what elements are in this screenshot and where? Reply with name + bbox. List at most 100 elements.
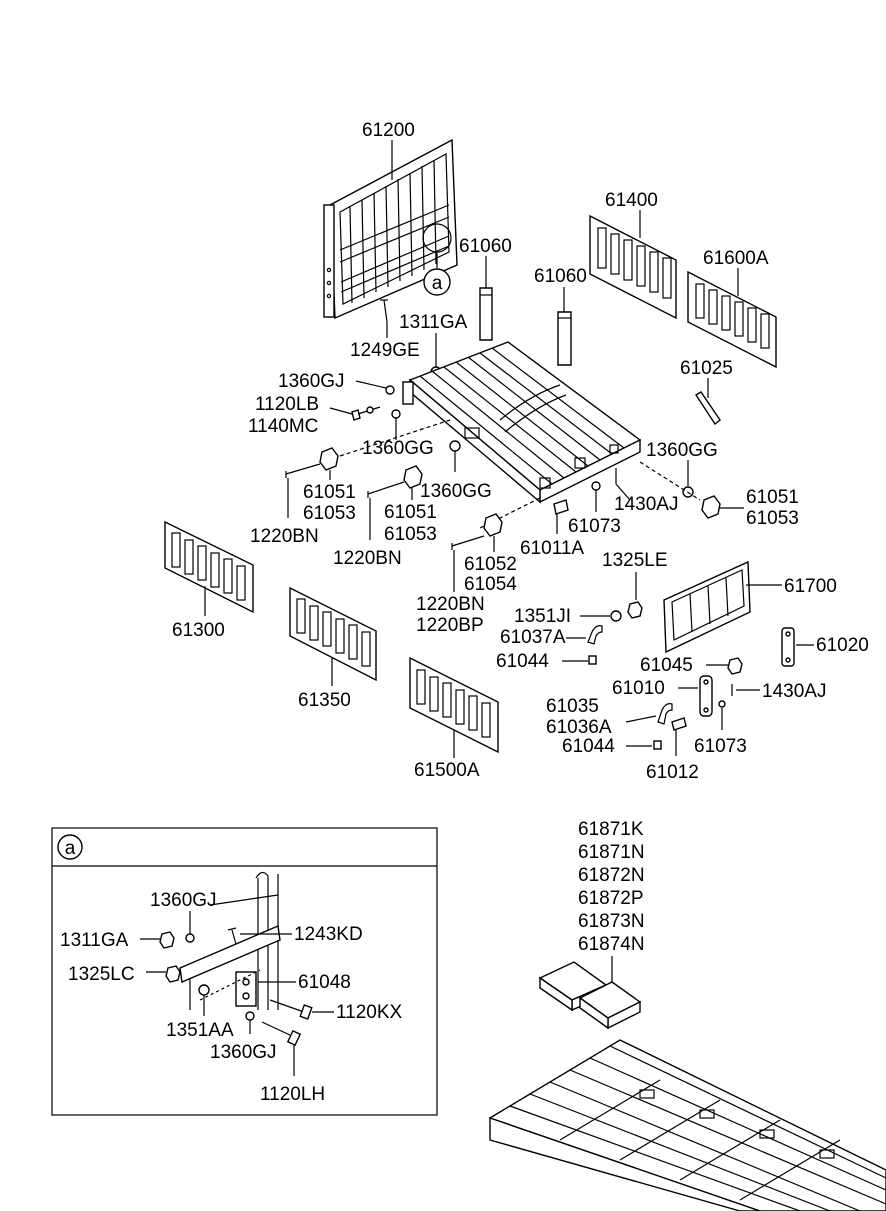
- label-61400[interactable]: 61400: [605, 190, 658, 211]
- side-panel-61500A: [409, 656, 499, 754]
- label-61051-c[interactable]: 61051: [746, 487, 799, 508]
- label-1430AJ-a[interactable]: 1430AJ: [614, 494, 678, 515]
- label-1311GA[interactable]: 1311GA: [399, 312, 468, 333]
- label-61053-a[interactable]: 61053: [303, 503, 356, 524]
- screw-1249GE: [380, 299, 388, 323]
- label-61300[interactable]: 61300: [172, 620, 225, 641]
- label-61872P[interactable]: 61872P: [578, 888, 644, 909]
- label-1360GJ[interactable]: 1360GJ: [278, 371, 345, 392]
- label-61020[interactable]: 61020: [816, 635, 869, 656]
- detail-label-1325LC[interactable]: 1325LC: [68, 964, 135, 985]
- label-61073-b[interactable]: 61073: [694, 736, 747, 757]
- label-61053-b[interactable]: 61053: [384, 524, 437, 545]
- side-panel-61600A: [687, 270, 777, 369]
- label-1220BN-a[interactable]: 1220BN: [250, 526, 319, 547]
- nut-61051-left: [319, 447, 339, 471]
- nut-61052: [483, 513, 503, 537]
- label-61500A[interactable]: 61500A: [414, 760, 480, 781]
- hinge-61035: [657, 703, 673, 725]
- label-1120LB[interactable]: 1120LB: [255, 394, 319, 415]
- label-1220BN-c[interactable]: 1220BN: [416, 594, 485, 615]
- detail-label-1360GJ-b[interactable]: 1360GJ: [210, 1042, 277, 1063]
- detail-box-letter: a: [65, 838, 76, 859]
- post-61060-right: [557, 311, 572, 366]
- side-panel-61350: [289, 586, 377, 682]
- label-1325LE[interactable]: 1325LE: [602, 550, 668, 571]
- bolt-1120LB: [351, 406, 381, 421]
- label-61011A[interactable]: 61011A: [520, 538, 584, 559]
- detail-label-61048[interactable]: 61048: [298, 972, 351, 993]
- label-61054[interactable]: 61054: [464, 574, 517, 595]
- headboard-61200: [323, 138, 458, 320]
- nut-61045: [727, 657, 743, 675]
- label-61025[interactable]: 61025: [680, 358, 733, 379]
- detail-label-1243KD[interactable]: 1243KD: [294, 924, 363, 945]
- detail-label-1360GJ-a[interactable]: 1360GJ: [150, 890, 217, 911]
- plate-61048: [235, 971, 257, 1007]
- label-1351JI[interactable]: 1351JI: [514, 606, 571, 627]
- label-1249GE[interactable]: 1249GE: [350, 340, 420, 361]
- latch-61020: [781, 627, 795, 667]
- washer-1351JI: [610, 610, 622, 622]
- detail-label-1311GA[interactable]: 1311GA: [60, 930, 129, 951]
- label-1360GG-a[interactable]: 1360GG: [362, 438, 434, 459]
- label-61600A[interactable]: 61600A: [703, 248, 769, 269]
- label-61035[interactable]: 61035: [546, 696, 599, 717]
- label-61036A[interactable]: 61036A: [546, 717, 612, 738]
- detail-label-1120KX[interactable]: 1120KX: [336, 1002, 403, 1023]
- strap-61010: [699, 675, 713, 717]
- label-61060-right[interactable]: 61060: [534, 266, 587, 287]
- cap-61044-b: [653, 740, 662, 750]
- label-61350[interactable]: 61350: [298, 690, 351, 711]
- label-61872N[interactable]: 61872N: [578, 865, 645, 886]
- label-1220BN-b[interactable]: 1220BN: [333, 548, 402, 569]
- nut-61051-middle: [403, 465, 423, 489]
- side-panel-61400: [589, 214, 677, 320]
- label-61073-a[interactable]: 61073: [568, 516, 621, 537]
- label-61052[interactable]: 61052: [464, 554, 517, 575]
- label-61044-b[interactable]: 61044: [562, 736, 615, 757]
- label-61700[interactable]: 61700: [784, 576, 837, 597]
- label-1360GG-c[interactable]: 1360GG: [646, 440, 718, 461]
- detail-label-1351AA[interactable]: 1351AA: [166, 1020, 234, 1041]
- label-61051-b[interactable]: 61051: [384, 502, 437, 523]
- post-61060-left: [479, 287, 493, 341]
- label-1220BP[interactable]: 1220BP: [416, 615, 484, 636]
- bracket-61025: [695, 391, 721, 426]
- pin-1220BN-c: [451, 535, 485, 550]
- label-61044-a[interactable]: 61044: [496, 651, 549, 672]
- tailgate-61700: [663, 560, 751, 654]
- detail-frame-drawing: [179, 871, 281, 1010]
- label-61051-a[interactable]: 61051: [303, 482, 356, 503]
- label-61871N[interactable]: 61871N: [578, 842, 645, 863]
- label-1140MC[interactable]: 1140MC: [248, 416, 318, 437]
- label-1430AJ-b[interactable]: 1430AJ: [762, 681, 826, 702]
- label-61060-left[interactable]: 61060: [459, 236, 512, 257]
- label-61200[interactable]: 61200: [362, 120, 415, 141]
- label-61045[interactable]: 61045: [640, 655, 693, 676]
- cap-61044-a: [588, 655, 597, 665]
- spacer-61012: [671, 717, 687, 731]
- label-1360GG-b[interactable]: 1360GG: [420, 481, 492, 502]
- callout-a-circle[interactable]: [423, 268, 451, 296]
- grommet-61073-a: [591, 481, 601, 491]
- label-61012[interactable]: 61012: [646, 762, 699, 783]
- bed-floor-partial: [488, 1039, 886, 1211]
- pin-1220BN-b: [367, 481, 405, 498]
- hinge-61037A: [587, 625, 603, 645]
- label-61037A[interactable]: 61037A: [500, 627, 566, 648]
- label-61010[interactable]: 61010: [612, 678, 665, 699]
- label-61871K[interactable]: 61871K: [578, 819, 644, 840]
- nut-detail-1325LC: [165, 965, 181, 983]
- nut-1325LE: [627, 601, 643, 619]
- label-61874N[interactable]: 61874N: [578, 934, 645, 955]
- grommet-61073-b: [718, 700, 726, 708]
- label-61873N[interactable]: 61873N: [578, 911, 645, 932]
- screw-1243KD: [227, 927, 237, 945]
- pin-1220BN-a: [285, 463, 321, 478]
- label-61053-c[interactable]: 61053: [746, 508, 799, 529]
- detail-label-1120LH[interactable]: 1120LH: [260, 1084, 325, 1105]
- bolt-1120LH: [261, 1021, 302, 1047]
